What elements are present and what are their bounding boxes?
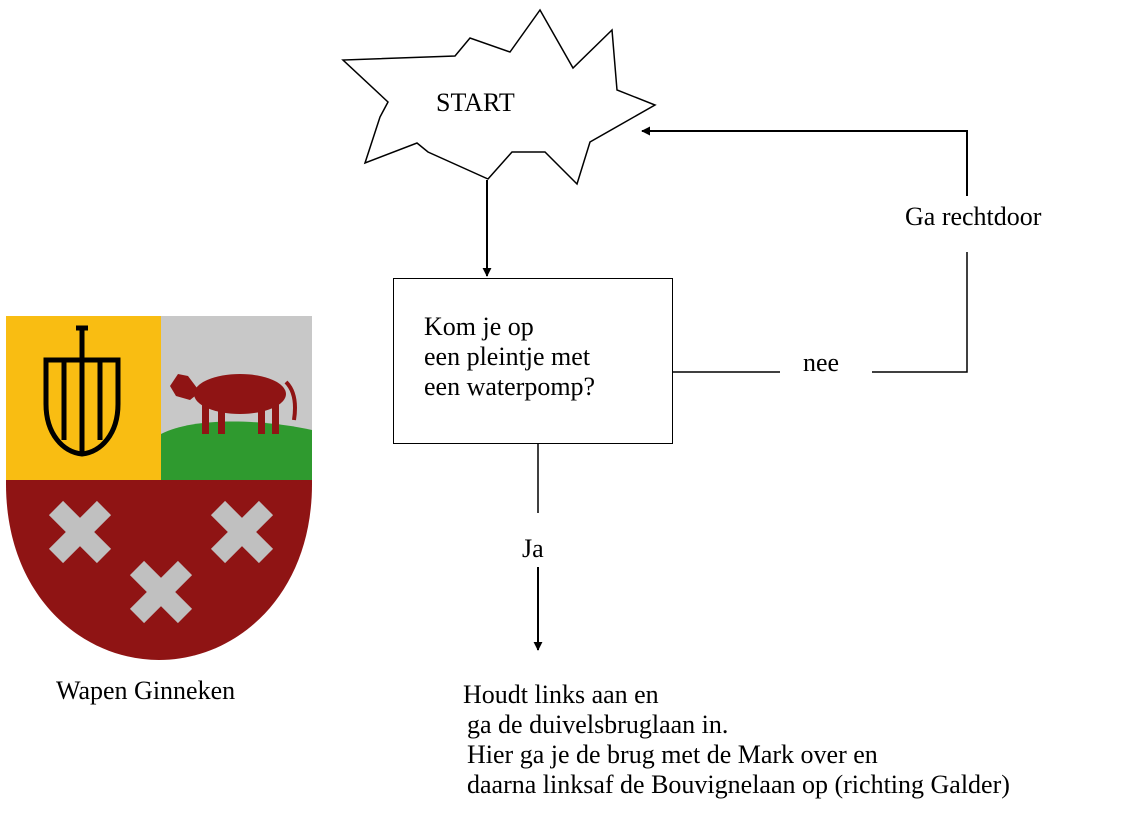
decision-question: Kom je op een pleintje met een waterpomp…: [424, 312, 595, 402]
shield-green-hill: [161, 421, 312, 480]
coat-of-arms-caption: Wapen Ginneken: [56, 676, 236, 705]
instruction-line: Houdt links aan en: [463, 680, 659, 709]
cow-icon: [170, 374, 297, 434]
cross-icon-right: [210, 500, 274, 564]
coat-of-arms-emblem: [6, 316, 312, 660]
end-instructions: Houdt links aan en ga de duivelsbruglaan…: [463, 680, 1010, 800]
instruction-line: daarna linksaf de Bouvignelaan op (richt…: [467, 770, 1010, 799]
cross-icon-left: [48, 500, 112, 564]
loop-action-label: Ga rechtdoor: [905, 202, 1042, 231]
decision-question-line: een pleintje met: [424, 342, 591, 371]
spade-icon: [43, 325, 121, 457]
cross-icon-bottom: [129, 560, 193, 624]
instruction-line: Hier ga je de brug met de Mark over en: [467, 740, 878, 769]
start-label: START: [436, 88, 515, 117]
start-burst-shape: [341, 8, 657, 186]
decision-box: Kom je op een pleintje met een waterpomp…: [393, 278, 673, 444]
decision-question-line: Kom je op: [424, 312, 534, 341]
shield-red-base: [6, 480, 312, 660]
decision-question-line: een waterpomp?: [424, 372, 596, 401]
no-branch-label: nee: [803, 348, 840, 377]
yes-branch-label: Ja: [522, 534, 544, 563]
instruction-line: ga de duivelsbruglaan in.: [467, 710, 729, 739]
arrow-loop-back-to-start: [641, 126, 968, 196]
line-no-to-loop-label: [872, 252, 968, 373]
